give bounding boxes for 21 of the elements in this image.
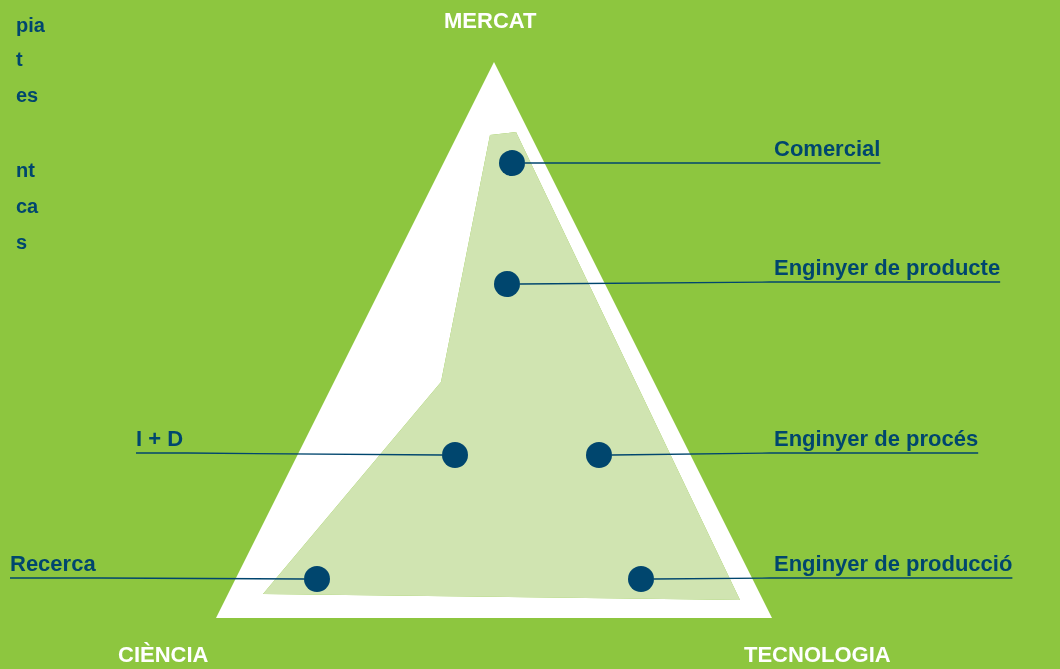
role-label: Enginyer de producció — [774, 551, 1013, 577]
role-label: Enginyer de producte — [774, 255, 1001, 281]
corner-label: CIÈNCIA — [118, 642, 209, 668]
leader-line — [9, 577, 305, 580]
role-label: I + D — [136, 426, 184, 452]
text-fragment: nt — [16, 158, 35, 183]
text-fragment: ca — [16, 194, 39, 219]
role-label: Recerca — [10, 551, 96, 577]
leader-line — [611, 452, 979, 456]
text-fragment: es — [16, 83, 39, 108]
leader-line — [524, 162, 882, 164]
corner-label: TECNOLOGIA — [744, 642, 891, 668]
text-fragment: t — [16, 47, 23, 72]
leader-line — [135, 452, 443, 456]
role-label: Comercial — [774, 136, 881, 162]
role-label: Enginyer de procés — [774, 426, 979, 452]
leader-line — [653, 577, 1014, 580]
text-fragment: pia — [16, 13, 45, 38]
leader-line — [519, 281, 1001, 285]
text-fragment: s — [16, 230, 28, 255]
corner-label: MERCAT — [444, 8, 537, 34]
